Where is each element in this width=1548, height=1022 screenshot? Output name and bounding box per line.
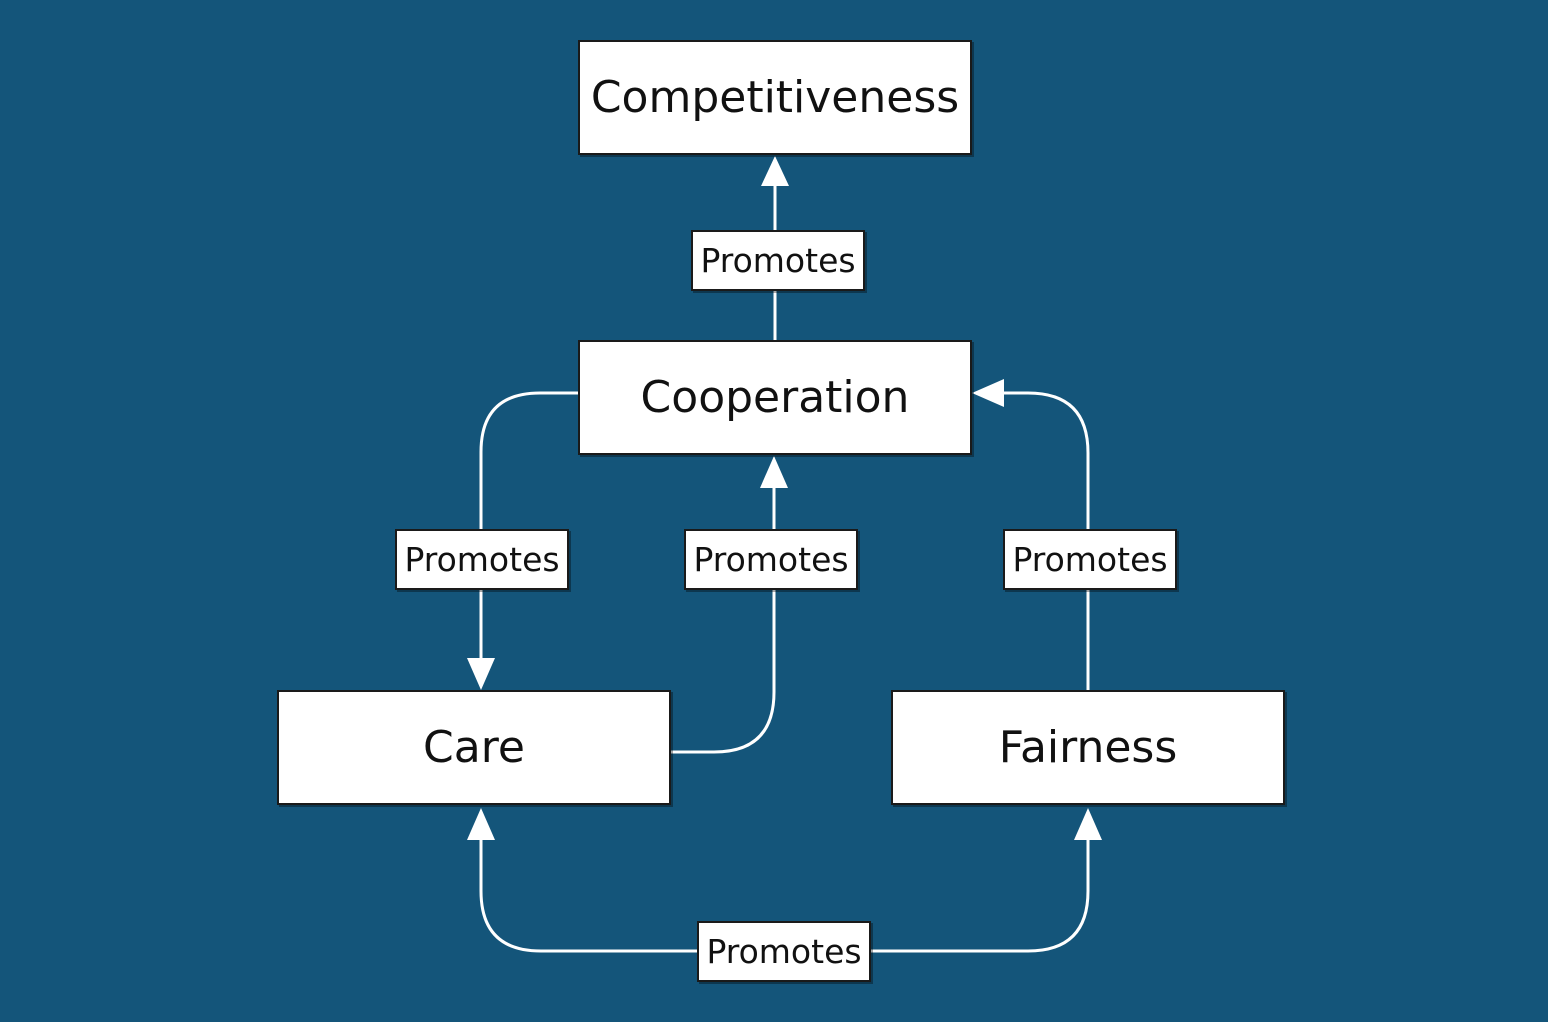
edge-label-fairness-to-cooperation: Promotes <box>1003 529 1177 590</box>
edge-cooperation-to-care <box>479 391 578 660</box>
edge-label-cooperation-to-competitiveness: Promotes <box>691 230 865 291</box>
node-care: Care <box>277 690 671 805</box>
edge-fairness-to-cooperation <box>1000 391 1090 690</box>
edge-label-care-to-cooperation: Promotes <box>684 529 858 590</box>
edge-care-to-cooperation <box>670 482 776 754</box>
edge-label-fairness-to-care: Promotes <box>697 921 871 982</box>
node-competitiveness: Competitiveness <box>578 40 972 155</box>
arrowhead-cooperation-right <box>972 379 1004 407</box>
arrowhead-cooperation-bottom <box>760 456 788 488</box>
arrowhead-competitiveness <box>761 156 789 186</box>
node-fairness: Fairness <box>891 690 1285 805</box>
edge-label-cooperation-to-care: Promotes <box>395 529 569 590</box>
node-cooperation: Cooperation <box>578 340 972 455</box>
arrowhead-care-bottom <box>467 808 495 840</box>
arrowhead-care-top <box>467 658 495 690</box>
arrowhead-fairness-bottom <box>1074 808 1102 840</box>
